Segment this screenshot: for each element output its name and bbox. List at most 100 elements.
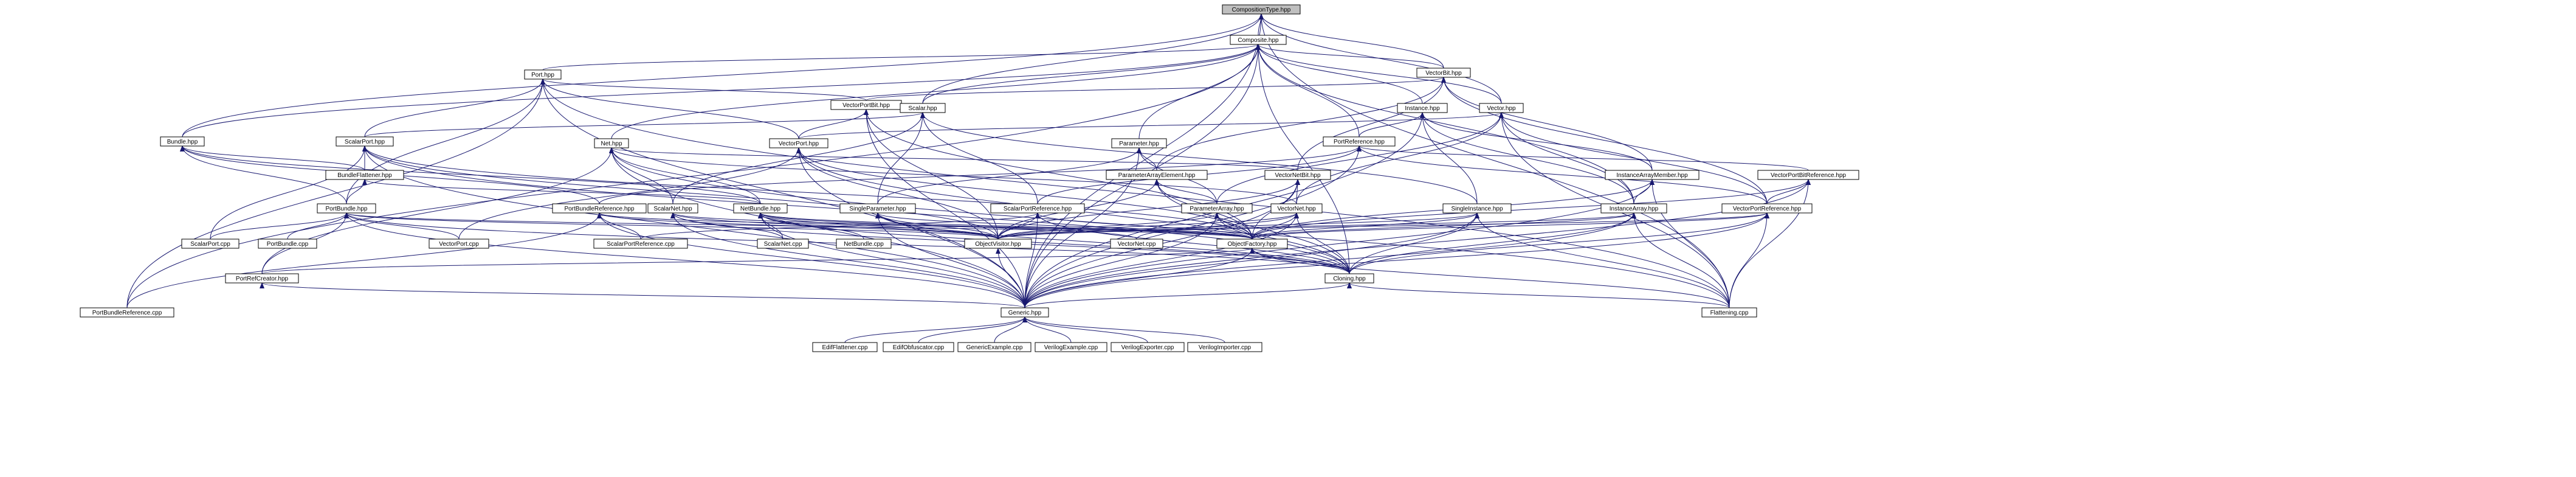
node-objectvisitor-hpp[interactable]: ObjectVisitor.hpp — [964, 238, 1032, 249]
edge-generic-hpp-to-scalarportreference-hpp — [1024, 212, 1040, 308]
node-portrefcreator-hpp[interactable]: PortRefCreator.hpp — [225, 273, 299, 284]
edge-generic-hpp-to-netbundle-hpp — [758, 212, 1025, 308]
node-box — [1701, 307, 1757, 318]
node-vectorport-cpp[interactable]: VectorPort.cpp — [429, 238, 489, 249]
node-label: EdifFlattener.cpp — [822, 344, 867, 351]
node-label: VectorPort.cpp — [439, 241, 479, 248]
node-bundleflattener-hpp[interactable]: BundleFlattener.hpp — [325, 170, 404, 180]
edge-generic-hpp-to-instancearray-hpp — [1024, 212, 1636, 308]
node-label: Flattening.cpp — [1710, 310, 1749, 316]
node-edifflattener-cpp[interactable]: EdifFlattener.cpp — [812, 342, 878, 352]
node-label: ObjectVisitor.hpp — [975, 241, 1021, 248]
node-netbundle-hpp[interactable]: NetBundle.hpp — [733, 203, 788, 214]
node-vectornetbit-hpp[interactable]: VectorNetBit.hpp — [1264, 170, 1331, 180]
edge-vectornet-cpp-to-vectornet-hpp — [1136, 212, 1299, 240]
edge-flattening-cpp-to-vectorportbitreference-hpp — [1729, 179, 1811, 308]
node-vectorbit-hpp[interactable]: VectorBit.hpp — [1416, 68, 1471, 78]
node-net-hpp[interactable]: Net.hpp — [594, 138, 629, 148]
node-scalar-hpp[interactable]: Scalar.hpp — [900, 103, 946, 113]
node-box — [1600, 203, 1667, 214]
node-scalarportreference-hpp[interactable]: ScalarPortReference.hpp — [990, 203, 1085, 214]
node-singleinstance-hpp[interactable]: SingleInstance.hpp — [1442, 203, 1512, 214]
node-compositiontype-hpp[interactable]: CompositionType.hpp — [1222, 4, 1301, 15]
node-genericexample-cpp[interactable]: GenericExample.cpp — [957, 342, 1031, 352]
node-bundle-hpp[interactable]: Bundle.hpp — [160, 136, 205, 147]
node-instance-hpp[interactable]: Instance.hpp — [1397, 103, 1448, 113]
node-label: Composite.hpp — [1238, 37, 1279, 44]
edge-edifobfuscator-cpp-to-generic-hpp — [918, 316, 1027, 343]
node-composite-hpp[interactable]: Composite.hpp — [1230, 35, 1287, 45]
edge-cloning-hpp-to-netbundle-hpp — [758, 212, 1350, 274]
node-portbundle-hpp[interactable]: PortBundle.hpp — [317, 203, 376, 214]
edge-instancearray-hpp-to-vector-hpp — [1499, 112, 1634, 204]
node-scalarnet-cpp[interactable]: ScalarNet.cpp — [757, 238, 809, 249]
edge-objectfactory-hpp-to-singleparameter-hpp — [875, 212, 1253, 240]
node-objectfactory-hpp[interactable]: ObjectFactory.hpp — [1216, 238, 1288, 249]
node-portreference-hpp[interactable]: PortReference.hpp — [1323, 136, 1396, 147]
node-box — [258, 238, 317, 249]
node-label: VectorPortReference.hpp — [1733, 206, 1802, 212]
node-label: VectorNet.hpp — [1277, 206, 1316, 212]
node-label: PortBundleReference.hpp — [564, 206, 635, 212]
edge-flattening-cpp-to-compositiontype-hpp — [1259, 13, 1730, 308]
node-box — [317, 203, 376, 214]
edge-generic-hpp-to-objectvisitor-hpp — [996, 248, 1025, 308]
node-vectorportbit-hpp[interactable]: VectorPortBit.hpp — [830, 100, 902, 110]
edge-scalarport-cpp-to-scalarport-hpp — [210, 145, 367, 240]
node-label: Cloning.hpp — [1333, 276, 1366, 282]
node-label: InstanceArray.hpp — [1610, 206, 1659, 212]
edge-portrefcreator-hpp-to-objectfactory-hpp — [261, 248, 1255, 274]
edge-objectvisitor-hpp-to-instancearray-hpp — [997, 212, 1636, 240]
edge-vectorport-hpp-to-vectorportbit-hpp — [798, 109, 869, 139]
edge-objectvisitor-hpp-to-singleinstance-hpp — [997, 212, 1479, 240]
node-label: Scalar.hpp — [908, 105, 937, 112]
node-scalarnet-hpp[interactable]: ScalarNet.hpp — [647, 203, 698, 214]
node-label: VectorBit.hpp — [1425, 70, 1462, 77]
node-vector-hpp[interactable]: Vector.hpp — [1479, 103, 1524, 113]
node-parameterarray-hpp[interactable]: ParameterArray.hpp — [1181, 203, 1253, 214]
node-scalarportreference-cpp[interactable]: ScalarPortReference.cpp — [593, 238, 688, 249]
edge-cloning-hpp-to-instancearray-hpp — [1349, 212, 1636, 274]
node-instancearray-hpp[interactable]: InstanceArray.hpp — [1600, 203, 1667, 214]
node-box — [1111, 342, 1185, 352]
node-portbundlereference-hpp[interactable]: PortBundleReference.hpp — [552, 203, 647, 214]
node-label: PortRefCreator.hpp — [236, 276, 289, 282]
node-verilogexporter-cpp[interactable]: VerilogExporter.cpp — [1111, 342, 1185, 352]
node-instancearraymember-hpp[interactable]: InstanceArrayMember.hpp — [1605, 170, 1700, 180]
node-portbundle-cpp[interactable]: PortBundle.cpp — [258, 238, 317, 249]
edge-vector-hpp-to-compositiontype-hpp — [1259, 13, 1502, 104]
node-parameterarrayelement-hpp[interactable]: ParameterArrayElement.hpp — [1106, 170, 1208, 180]
node-vectorport-hpp[interactable]: VectorPort.hpp — [769, 138, 828, 148]
edge-generic-hpp-to-singleinstance-hpp — [1024, 212, 1479, 308]
node-verilogimporter-cpp[interactable]: VerilogImporter.cpp — [1187, 342, 1262, 352]
node-box — [1757, 170, 1859, 180]
node-vectorportbitreference-hpp[interactable]: VectorPortBitReference.hpp — [1757, 170, 1859, 180]
edge-generic-hpp-to-parameterarray-hpp — [1024, 212, 1219, 308]
node-verilogexample-cpp[interactable]: VerilogExample.cpp — [1035, 342, 1107, 352]
node-label: Vector.hpp — [1487, 105, 1516, 112]
node-vectornet-cpp[interactable]: VectorNet.cpp — [1110, 238, 1163, 249]
node-portbundlereference-cpp[interactable]: PortBundleReference.cpp — [80, 307, 174, 318]
edge-vectorport-cpp-to-portbundle-hpp — [344, 212, 460, 240]
node-scalarport-hpp[interactable]: ScalarPort.hpp — [336, 136, 394, 147]
node-label: VectorPortBit.hpp — [842, 102, 890, 109]
edge-vectorport-hpp-to-vector-hpp — [798, 112, 1504, 139]
edge-objectfactory-hpp-to-portbundlereference-hpp — [597, 212, 1253, 240]
node-parameter-hpp[interactable]: Parameter.hpp — [1111, 138, 1167, 148]
node-scalarport-cpp[interactable]: ScalarPort.cpp — [181, 238, 239, 249]
node-port-hpp[interactable]: Port.hpp — [524, 69, 562, 80]
node-generic-hpp[interactable]: Generic.hpp — [1000, 307, 1049, 318]
node-vectornet-hpp[interactable]: VectorNet.hpp — [1270, 203, 1323, 214]
node-cloning-hpp[interactable]: Cloning.hpp — [1324, 273, 1374, 284]
node-box — [964, 238, 1032, 249]
node-netbundle-cpp[interactable]: NetBundle.cpp — [836, 238, 892, 249]
node-box — [1324, 273, 1374, 284]
node-label: VerilogExporter.cpp — [1121, 344, 1174, 351]
node-flattening-cpp[interactable]: Flattening.cpp — [1701, 307, 1757, 318]
node-edifobfuscator-cpp[interactable]: EdifObfuscator.cpp — [883, 342, 954, 352]
node-singleparameter-hpp[interactable]: SingleParameter.hpp — [839, 203, 916, 214]
node-vectorportreference-hpp[interactable]: VectorPortReference.hpp — [1721, 203, 1813, 214]
edge-net-hpp-to-composite-hpp — [611, 44, 1261, 139]
edge-portbundlereference-cpp-to-portbundlereference-hpp — [126, 212, 602, 308]
edge-bundleflattener-hpp-to-bundle-hpp — [180, 145, 365, 171]
